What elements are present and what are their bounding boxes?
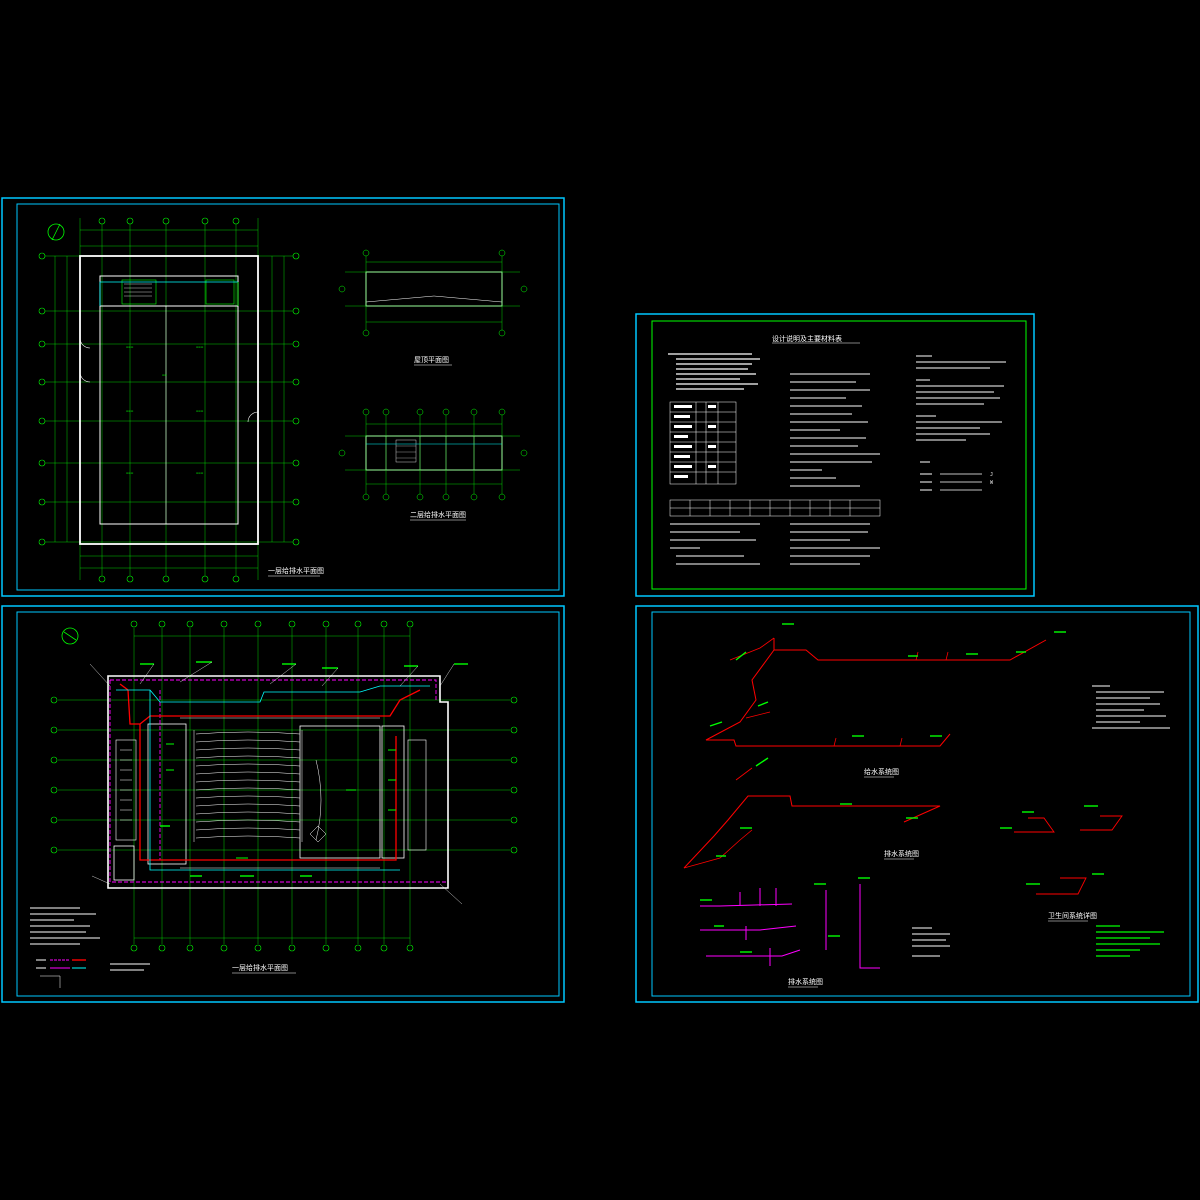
svg-text:===: === [196,408,204,413]
floor-plan-1-title: 一层给排水平面图 [268,566,324,575]
pipe-table [669,499,881,517]
floor-plan-2-title: 二层给排水平面图 [410,510,466,519]
sheet-1[interactable]: === === === === === === == 一层给排水平面图 [1,197,565,597]
pipe-system-title: 排水系统图 [788,977,823,986]
floor-plan-1-walls [79,255,259,545]
detail-labels [1000,805,1104,885]
svg-text:===: === [196,470,204,475]
supply-labels [709,623,1066,737]
system-notes-green [1096,925,1164,957]
materials-table-fill [674,405,716,478]
legend: J W [920,461,994,491]
floor-plan-1-pipes [99,281,239,306]
dimension-lines [54,229,285,569]
roof-plan [338,249,528,337]
main-plan-axis-grid [58,628,510,944]
main-plan-drainage-pipes [109,679,446,883]
drain-system-title: 排水系统图 [884,849,919,858]
svg-text:==: == [162,372,167,377]
legend-j: J [990,472,993,478]
pipe-labels [140,661,468,877]
drain-system-diagram [683,767,941,869]
sheet-3[interactable]: 一层给排水平面图 [1,605,565,1003]
main-plan-legend [36,959,86,988]
leader-lines [89,661,463,905]
design-notes-text-right [916,355,1006,441]
supply-system-title: 给水系统图 [864,767,899,776]
design-notes-text-left [668,353,760,390]
materials-table [669,401,737,485]
detail-system-title: 卫生间系统详图 [1048,911,1097,920]
room-labels: === === === === === === == [126,344,204,475]
svg-text:===: === [196,344,204,349]
main-plan-walls [107,675,449,889]
main-plan-room-labels [166,743,396,859]
main-plan-cyan-pipes [116,685,430,871]
auditorium-seats [120,730,327,843]
svg-text:===: === [126,408,134,413]
drain-labels [716,757,918,857]
roof-plan-title: 屋顶平面图 [414,356,449,364]
pipe-system-labels [700,877,870,953]
pipe-system-diagram [700,884,880,969]
axis-bubble-icons [50,620,518,952]
sheet-4[interactable]: 给水系统图 排水系统图 卫生间系统详 [635,605,1199,1003]
system-notes [912,685,1170,957]
sheet-2[interactable]: 设计说明及主要材料表 [635,313,1035,597]
axis-bubble-icons [38,217,300,583]
legend-w: W [990,480,994,486]
design-notes-text-bottom [670,523,880,565]
main-plan-notes [30,907,150,971]
design-notes-text-mid [790,373,880,487]
svg-text:===: === [126,344,134,349]
main-plan-title: 一层给排水平面图 [232,963,288,972]
svg-text:===: === [126,470,134,475]
north-arrow-icon [61,627,79,645]
floor-plan-2 [338,408,528,501]
detail-diagrams [1014,815,1123,895]
north-arrow-icon [47,223,65,241]
design-notes-title: 设计说明及主要材料表 [772,334,842,343]
